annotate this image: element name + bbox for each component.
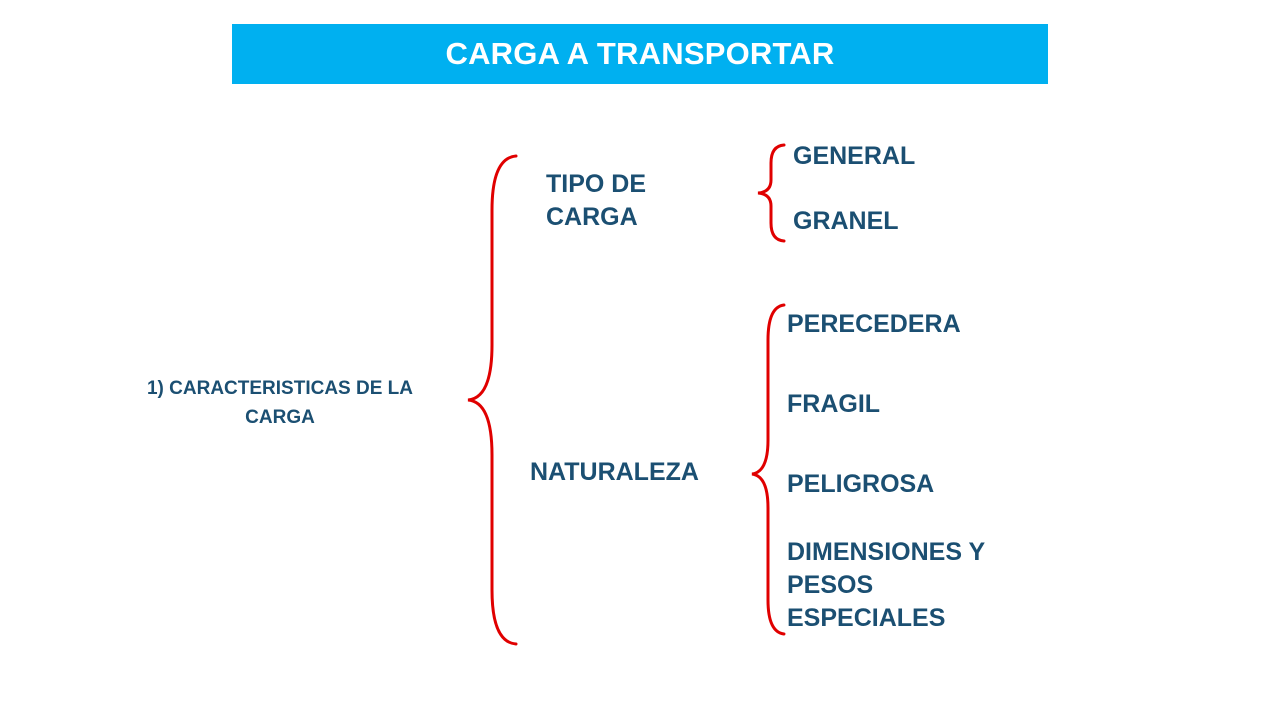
branch-label-line: NATURALEZA (530, 458, 699, 486)
root-brace (467, 154, 518, 646)
leaf-granel: GRANEL (793, 207, 899, 235)
leaf-peligrosa: PELIGROSA (787, 470, 935, 498)
leaf-general: GENERAL (793, 142, 916, 170)
page-title: CARGA A TRANSPORTAR (445, 36, 835, 71)
naturaleza-brace (751, 303, 786, 636)
branch-label-tipo-de-carga: TIPO DE CARGA (546, 168, 646, 234)
branch-label-line: CARGA (546, 203, 638, 231)
root-label: 1) CARACTERISTICAS DE LA CARGA (146, 378, 413, 428)
leaf-dimensiones-y-pesos-especiales: DIMENSIONES Y PESOS ESPECIALES (787, 536, 985, 635)
leaf-line: PESOS (787, 571, 874, 599)
branch-label-naturaleza: NATURALEZA (530, 456, 699, 489)
title-banner: CARGA A TRANSPORTAR (232, 24, 1048, 84)
branch-label-line: TIPO DE (546, 170, 647, 198)
leaf-line: DIMENSIONES Y (787, 538, 986, 566)
tipo-brace (757, 143, 786, 243)
leaf-perecedera: PERECEDERA (787, 310, 961, 338)
leaf-fragil: FRAGIL (787, 390, 881, 418)
leaf-line: ESPECIALES (787, 604, 946, 632)
